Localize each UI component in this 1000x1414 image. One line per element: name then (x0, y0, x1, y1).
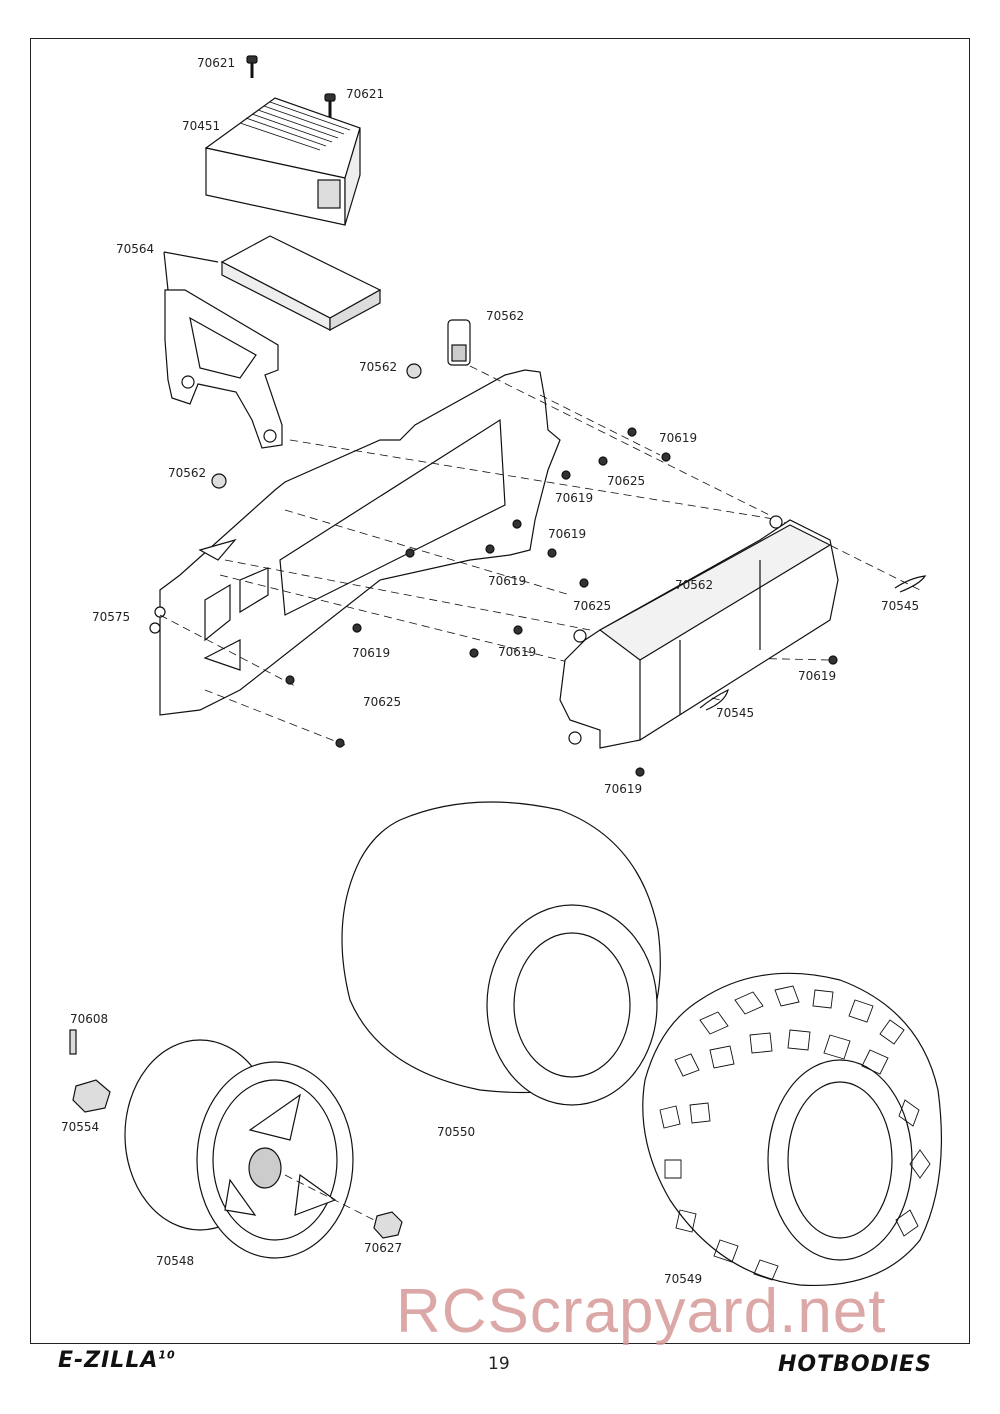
part-label: 70619 (548, 527, 587, 541)
part-label: 70608 (70, 1012, 109, 1026)
part-label: 70619 (488, 574, 527, 588)
hex-70554 (72, 1079, 111, 1113)
chassis-plate-70575 (149, 369, 561, 716)
part-label: 70619 (555, 491, 594, 505)
part-label: 70564 (116, 242, 155, 256)
page-border (30, 38, 970, 1344)
part-label: 70562 (359, 360, 398, 374)
screws-70619 (285, 427, 838, 777)
page-number: 19 (488, 1354, 510, 1374)
watermark-text: RCScrapyard.net (396, 1277, 887, 1346)
part-label: 70545 (716, 706, 755, 720)
part-label: 70549 (664, 1272, 703, 1286)
screw-70621-a (246, 55, 258, 78)
part-label: 70562 (168, 466, 207, 480)
speed-controller-70451 (204, 97, 361, 226)
e-zilla-logo-text: E-ZILLA (58, 1348, 159, 1373)
battery-tray-70562 (559, 515, 839, 749)
tire-70549 (642, 972, 943, 1287)
part-label: 70545 (881, 599, 920, 613)
part-label: 70621 (197, 56, 236, 70)
part-label: 70562 (675, 578, 714, 592)
part-label: 70548 (156, 1254, 195, 1268)
part-label: 70619 (604, 782, 643, 796)
hotbodies-logo: HOTBODIES (778, 1352, 932, 1377)
part-label: 70451 (182, 119, 221, 133)
esc-plate-70564 (220, 235, 382, 332)
body-clip-70545-b (699, 688, 729, 711)
part-label: 70562 (486, 309, 525, 323)
tire-insert-70550 (341, 801, 661, 1106)
part-label: 70575 (92, 610, 131, 624)
clip-70562 (447, 319, 471, 366)
part-label: 70625 (607, 474, 646, 488)
part-label: 70550 (437, 1125, 476, 1139)
esc-bracket-70564 (164, 289, 283, 449)
wheel-70548 (124, 1039, 379, 1259)
part-label: 70554 (61, 1120, 100, 1134)
nut-70627 (373, 1211, 403, 1239)
part-label: 70619 (352, 646, 391, 660)
part-label: 70625 (363, 695, 402, 709)
pin-70608 (69, 1029, 77, 1055)
e-zilla-logo-suffix: 10 (158, 1348, 176, 1362)
part-label: 70619 (798, 669, 837, 683)
part-label: 70619 (659, 431, 698, 445)
part-label: 70619 (498, 645, 537, 659)
part-label: 70627 (364, 1241, 403, 1255)
e-zilla-logo: E-ZILLA10 (58, 1348, 176, 1373)
part-label: 70621 (346, 87, 385, 101)
part-label: 70625 (573, 599, 612, 613)
body-clip-70545 (894, 575, 927, 593)
